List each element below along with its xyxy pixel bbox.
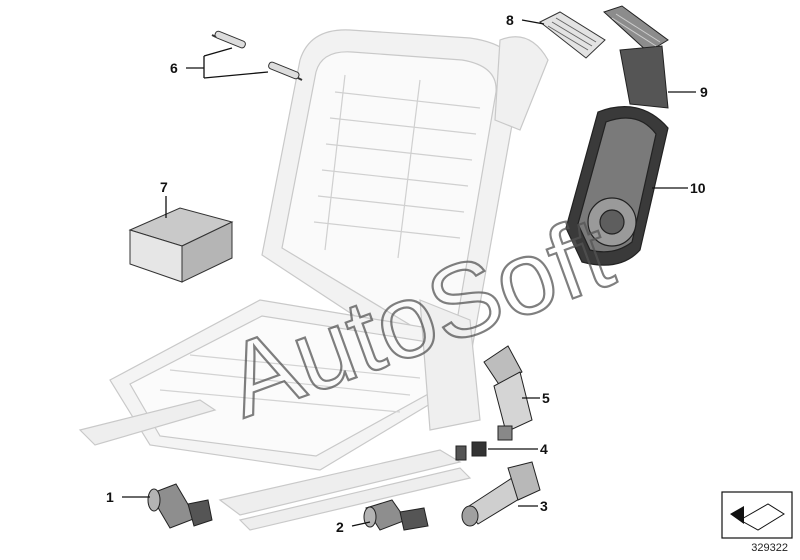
diagram-reference-icon [721, 491, 793, 539]
callout-5: 5 [542, 390, 550, 406]
part-4-illustration [455, 441, 487, 461]
backrest-panel-10-illustration [565, 106, 669, 266]
seat-frame-illustration [78, 29, 549, 531]
callout-6: 6 [170, 60, 178, 76]
callout-4: 4 [540, 441, 548, 457]
callout-2: 2 [336, 519, 344, 535]
callout-3: 3 [540, 498, 548, 514]
callout-8: 8 [506, 12, 514, 28]
motor-2-illustration [363, 499, 429, 531]
springs-6-illustration [211, 30, 303, 81]
leader-2 [351, 521, 371, 527]
motor-3-illustration [461, 461, 541, 527]
callout-9: 9 [700, 84, 708, 100]
leader-6 [186, 47, 269, 79]
callout-7: 7 [160, 179, 168, 195]
leader-8 [521, 19, 545, 25]
motor-5-illustration [483, 345, 533, 441]
module-7-illustration [128, 207, 234, 283]
callout-1: 1 [106, 489, 114, 505]
vent-grille-8-illustration [539, 11, 606, 59]
callout-10: 10 [690, 180, 706, 196]
motor-1-illustration [147, 483, 213, 529]
diagram-id: 329322 [751, 542, 788, 554]
air-duct-9-illustration [603, 5, 669, 109]
